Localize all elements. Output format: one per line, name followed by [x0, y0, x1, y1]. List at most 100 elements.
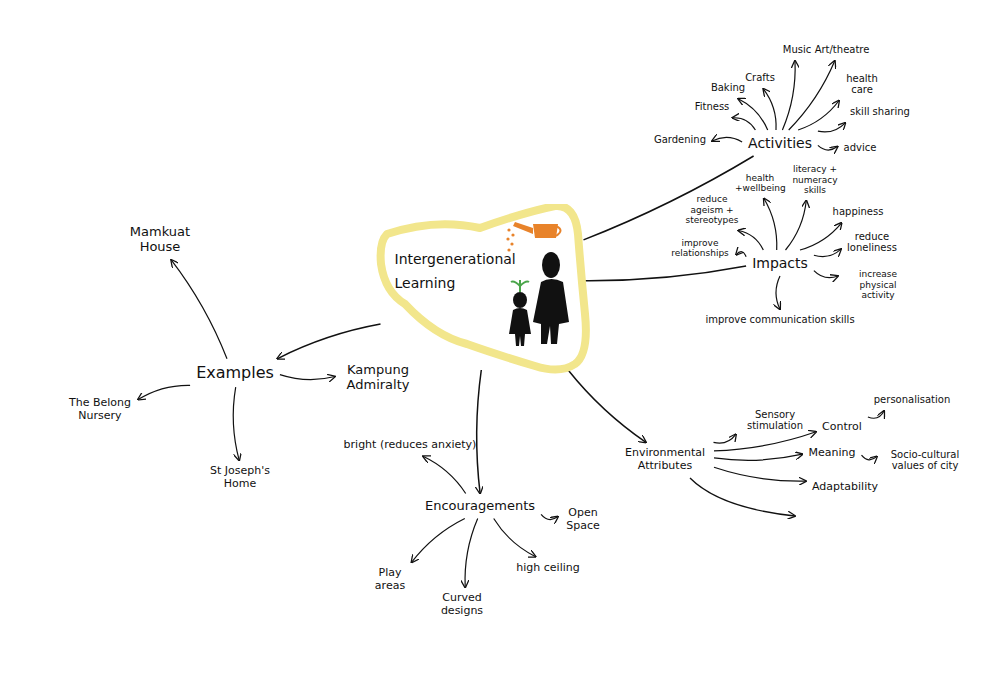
topic-text: Play areas: [373, 567, 407, 592]
leaf-topic: Sensory stimulation: [739, 407, 811, 434]
topic-text: Control: [822, 421, 862, 434]
branch-topic: Activities: [745, 133, 815, 153]
branch-arrow: [465, 519, 478, 588]
leaf-topic: Adaptability: [809, 479, 881, 496]
leaf-topic: Socio-cultural values of city: [880, 447, 970, 474]
topic-text: happiness: [833, 206, 884, 218]
branch-arrow: [568, 370, 646, 442]
topic-text: Mamkuat House: [123, 225, 197, 255]
topic-text: St Joseph's Home: [208, 465, 272, 490]
child-body: [509, 308, 531, 346]
branch-arrow: [714, 432, 816, 451]
topic-text: Encouragements: [425, 499, 535, 514]
topic-text: Meaning: [809, 447, 856, 460]
topic-text: Baking: [711, 82, 745, 94]
leaf-topic: improve communication skills: [702, 312, 857, 328]
branch-arrow: [714, 434, 737, 443]
topic-text: Environmental Attributes: [622, 447, 708, 472]
topic-text: Sensory stimulation: [742, 409, 808, 432]
branch-topic: Encouragements: [422, 497, 538, 516]
branch-arrow: [818, 123, 845, 132]
branch-arrow: [798, 101, 839, 131]
branch-arrow: [138, 385, 190, 399]
topic-text: Socio-cultural values of city: [883, 449, 967, 472]
sprout: [511, 280, 529, 292]
branch-arrow: [782, 61, 795, 130]
branch-arrow: [764, 198, 777, 250]
topic-text: The Belong Nursery: [68, 397, 132, 422]
leaf-topic: Control: [819, 419, 865, 436]
leaf-topic: Baking: [708, 80, 748, 96]
leaf-topic: Mamkuat House: [120, 223, 200, 257]
branch-arrow: [789, 61, 835, 130]
branch-arrow: [494, 519, 536, 557]
leaf-topic: reduce loneliness: [844, 229, 900, 256]
child-head: [513, 292, 527, 308]
leaf-topic: happiness: [830, 204, 887, 220]
branch-arrow: [171, 260, 227, 359]
topic-text: personalisation: [874, 394, 950, 406]
leaf-topic: The Belong Nursery: [65, 395, 135, 424]
branch-arrow: [814, 249, 841, 257]
adult-body: [533, 279, 569, 344]
branch-arrow: [233, 387, 239, 460]
branch-arrow: [277, 324, 380, 359]
leaf-topic: Kampung Admiralty: [338, 361, 418, 395]
topic-text: improve relationships: [670, 238, 730, 259]
leaf-topic: high ceiling: [513, 560, 582, 577]
leaf-topic: Gardening: [651, 132, 709, 148]
topic-text: reduce loneliness: [847, 231, 897, 254]
topic-text: health +wellbeing: [735, 173, 785, 194]
branch-arrow: [763, 89, 776, 130]
branch-arrow: [423, 456, 466, 493]
topic-text: improve communication skills: [705, 314, 854, 326]
leaf-topic: increase physical activity: [841, 267, 915, 302]
blob-outline: [380, 206, 585, 370]
leaf-topic: Crafts: [742, 70, 778, 86]
branch-arrow: [738, 99, 768, 130]
watering-spout: [513, 222, 533, 234]
branch-arrow: [714, 454, 803, 460]
branch-arrow: [584, 266, 747, 281]
topic-text: Curved designs: [435, 592, 489, 617]
central-topic: Intergenerational Learning: [375, 204, 590, 376]
topic-text: Activities: [748, 135, 812, 151]
leaf-topic: Meaning: [806, 445, 859, 462]
leaf-topic: St Joseph's Home: [205, 463, 275, 492]
branch-arrow: [736, 252, 746, 257]
branch-arrow: [712, 137, 742, 141]
watering-handle: [556, 226, 561, 236]
branch-arrow: [732, 118, 755, 130]
topic-text: Examples: [196, 364, 274, 382]
topic-text: skill sharing: [850, 106, 910, 118]
topic-text: Crafts: [745, 72, 775, 84]
branch-arrow: [862, 455, 878, 460]
branch-topic: Impacts: [749, 253, 811, 273]
topic-text: Music: [783, 44, 811, 56]
leaf-topic: Curved designs: [432, 590, 492, 619]
topic-text: reduce ageism + stereotypes: [679, 194, 745, 225]
leaf-topic: improve relationships: [667, 236, 733, 261]
topic-text: Impacts: [752, 255, 808, 271]
leaf-topic: personalisation: [871, 392, 953, 408]
branch-arrow: [868, 411, 884, 418]
leaf-topic: bright (reduces anxiety): [341, 437, 480, 454]
topic-text: literacy + numeracy skills: [787, 164, 843, 195]
leaf-topic: Play areas: [370, 565, 410, 594]
leaf-topic: Music: [780, 42, 814, 58]
leaf-topic: skill sharing: [847, 104, 913, 120]
branch-arrow: [412, 519, 465, 563]
branch-arrow: [714, 467, 806, 481]
branch-arrow: [814, 271, 838, 278]
topic-text: Adaptability: [812, 481, 878, 494]
leaf-topic: health +wellbeing: [732, 171, 788, 196]
leaf-topic: Fitness: [692, 99, 733, 115]
topic-text: Intergenerational Learning: [395, 248, 515, 296]
adult-head: [542, 252, 560, 278]
topic-text: increase physical activity: [844, 269, 912, 300]
branch-arrow: [477, 370, 482, 494]
topic-text: bright (reduces anxiety): [344, 439, 477, 452]
